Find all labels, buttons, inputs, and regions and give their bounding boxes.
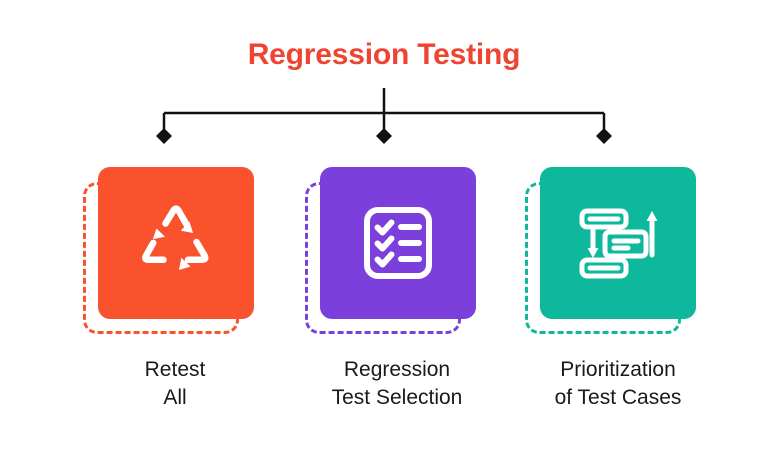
card-tile[interactable] [98, 167, 254, 319]
node-label-retest-all: Retest All [144, 358, 206, 409]
node-label-regression-test-selection: Regression Test Selection [331, 358, 463, 409]
diamond-marker-right [596, 128, 612, 144]
diamond-marker-middle [376, 128, 392, 144]
node-regression-test-selection[interactable] [305, 167, 476, 334]
card-tile[interactable] [320, 167, 476, 319]
checklist-icon [364, 207, 432, 279]
diamond-marker-left [156, 128, 172, 144]
card-tile[interactable] [540, 167, 696, 319]
node-prioritization-of-test-cases[interactable] [525, 167, 696, 334]
connector-lines [156, 88, 612, 144]
arrow-down-head [587, 248, 599, 258]
reorder-priority-icon [579, 208, 658, 279]
recycle-icon [142, 205, 209, 270]
node-retest-all[interactable] [83, 167, 254, 334]
node-label-prioritization-of-test-cases: Prioritization of Test Cases [554, 358, 682, 409]
page-title: Regression Testing [247, 38, 521, 71]
arrow-up-head [646, 211, 658, 221]
